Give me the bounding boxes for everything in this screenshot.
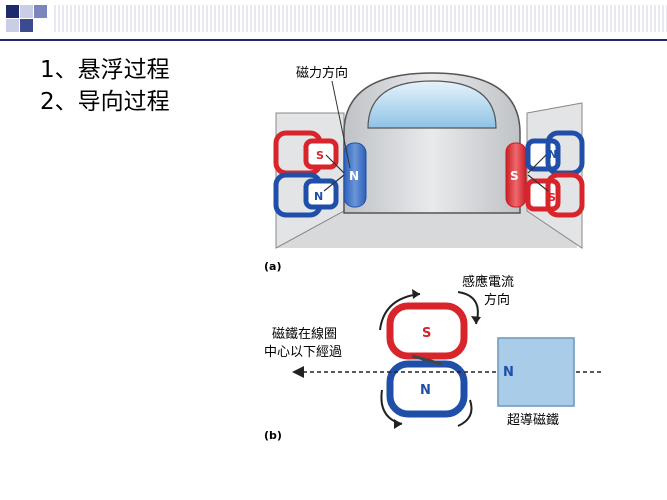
slide-header (0, 0, 667, 40)
vehicle-magnet-left-pole: N (349, 169, 359, 183)
figure-a-maglev-diagram: S N N S N S 磁力方向 (a) (264, 65, 585, 273)
current-arrow-bottom-right (457, 399, 473, 427)
figure-b-induction-diagram: 感應電流 方向 磁鐵在線圈 中心以下經過 S N N 超導磁鐵 (b) (264, 274, 602, 442)
header-square-mid (34, 5, 47, 18)
current-arrowhead-right (471, 316, 481, 324)
coil-crossover (411, 354, 443, 366)
header-square-dark (6, 5, 19, 18)
left-coil-top (303, 138, 339, 170)
left-coil-bottom-pole: N (314, 190, 323, 203)
vehicle-magnet-right-pole: S (510, 169, 519, 183)
induced-current-label: 感應電流 (462, 274, 514, 290)
right-coil-top-pole: N (548, 148, 557, 161)
force-direction-label: 磁力方向 (296, 65, 348, 81)
superconducting-magnet (497, 337, 575, 407)
magnet-passing-label-2: 中心以下經過 (264, 345, 342, 360)
header-square-light-2 (6, 19, 19, 32)
induced-current-label-2: 方向 (484, 292, 510, 308)
left-coil-top-pole: S (316, 149, 324, 162)
vehicle-window (367, 80, 497, 129)
magnet-path-arrowhead (292, 366, 304, 378)
superconducting-magnet-label: 超導磁鐵 (507, 412, 559, 428)
force-label-leader (331, 80, 351, 169)
vehicle-magnet-right (505, 142, 527, 208)
coil-top (386, 302, 468, 360)
track-floor (276, 203, 577, 248)
magnet-pole: N (503, 365, 514, 380)
header-square-dark-2 (20, 19, 33, 32)
current-arrowhead-top (412, 289, 420, 299)
list-item-levitation: 1、悬浮过程 (40, 57, 170, 83)
force-arrows-right (527, 154, 549, 192)
coil-bottom (386, 360, 468, 418)
current-arrowhead-bottom (394, 419, 402, 429)
coil-bottom-pole: N (420, 383, 431, 398)
figure-b-caption: (b) (264, 429, 282, 442)
header-square-light (20, 5, 33, 18)
coil-top-pole: S (422, 326, 431, 341)
list-item-guidance: 2、导向过程 (40, 89, 170, 115)
figure-a-caption: (a) (264, 260, 281, 273)
header-rule (0, 39, 667, 41)
header-stripe (54, 5, 667, 32)
right-coil-bottom-pole: S (548, 191, 556, 204)
force-arrows-left (323, 154, 345, 192)
right-coil-bottom-outline (545, 172, 585, 218)
magnet-passing-label: 磁鐵在線圈 (272, 326, 337, 342)
